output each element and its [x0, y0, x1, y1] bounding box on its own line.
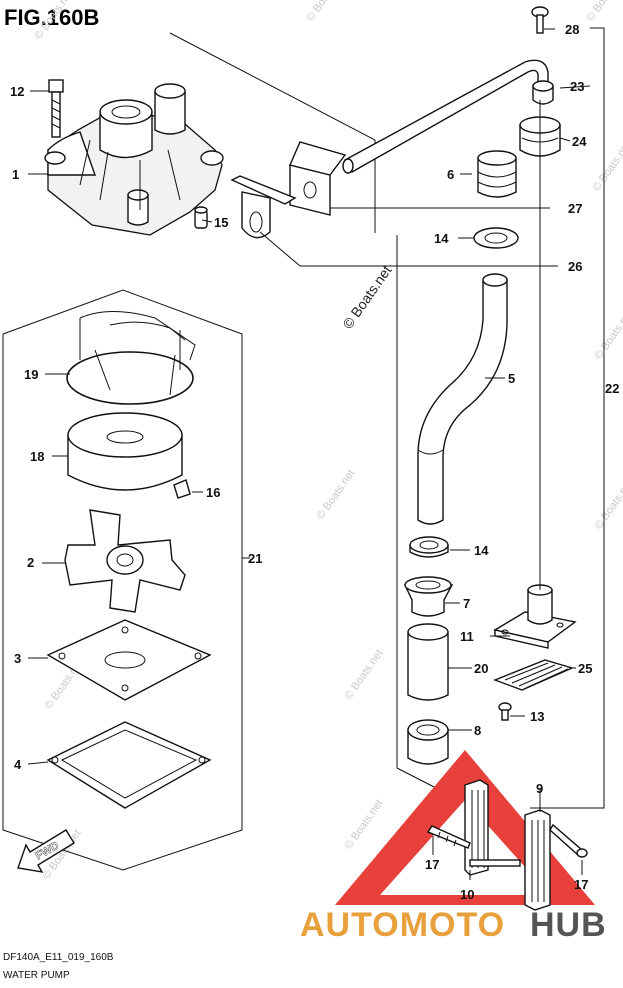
tube-20	[407, 623, 449, 701]
callout-10: 10	[460, 887, 474, 902]
callout-15: 15	[214, 215, 228, 230]
callout-17-right: 17	[574, 877, 588, 892]
screw-13	[498, 702, 512, 721]
callout-4: 4	[14, 757, 22, 772]
seal-7	[403, 576, 454, 617]
callout-2: 2	[27, 555, 34, 570]
seal-8	[407, 719, 449, 765]
callout-24: 24	[572, 134, 587, 149]
screw-28	[531, 6, 549, 34]
callout-11: 11	[460, 629, 474, 644]
callout-28: 28	[565, 22, 579, 37]
plate-3	[46, 619, 212, 701]
assembly-frames	[2, 27, 605, 871]
screw-17-right	[549, 823, 588, 858]
pump-housing	[44, 83, 224, 236]
forward-direction-arrow: FWD	[17, 829, 75, 873]
gasket-4	[46, 721, 212, 809]
frame-upper	[169, 32, 376, 233]
model-code: DF140A_E11_019_160B	[3, 952, 114, 963]
cover-plate-11	[493, 584, 577, 649]
watermark-6: © Boats.net	[315, 468, 358, 522]
callout-17-left: 17	[425, 857, 439, 872]
watermark-4: © Boats.net	[591, 140, 623, 194]
key-16	[173, 479, 191, 499]
callout-3: 3	[14, 651, 21, 666]
callout-21: 21	[248, 551, 262, 566]
callout-18: 18	[30, 449, 44, 464]
water-pipe-23	[342, 59, 554, 174]
callout-1: 1	[12, 167, 19, 182]
callout-16: 16	[206, 485, 220, 500]
callout-8: 8	[474, 723, 481, 738]
strainer-25	[493, 659, 575, 691]
watermark-main: © Boats.net	[339, 262, 394, 331]
washer-14-upper	[473, 227, 519, 249]
callout-27: 27	[568, 201, 582, 216]
watermark-2: © Boats.net	[305, 0, 348, 24]
washer-14-lower	[409, 536, 449, 558]
spring-ring-19	[66, 311, 196, 405]
callout-6: 6	[447, 167, 454, 182]
callout-12: 12	[10, 84, 24, 99]
impeller-liner-18	[67, 412, 183, 491]
callout-14-upper: 14	[434, 231, 449, 246]
bolt-12	[48, 79, 64, 138]
dowel-pin-15	[194, 206, 208, 229]
callout-19: 19	[24, 367, 38, 382]
callout-23: 23	[570, 79, 584, 94]
watermark-7: © Boats.net	[593, 478, 623, 532]
watermark-9: © Boats.net	[343, 648, 386, 702]
figure-caption: WATER PUMP	[3, 970, 70, 981]
logo-text-left: AUTOMOTO	[300, 906, 505, 944]
watermark-10: © Boats.net	[343, 798, 386, 852]
callout-9: 9	[536, 781, 543, 796]
callout-5: 5	[508, 371, 515, 386]
callout-7: 7	[463, 596, 470, 611]
figure-title: FIG.160B	[4, 5, 99, 30]
bracket-27	[289, 141, 347, 216]
clamp-26	[230, 175, 297, 239]
callout-22: 22	[605, 381, 619, 396]
callout-14-lower: 14	[474, 543, 489, 558]
frame-assembly-22	[530, 27, 605, 809]
watermark-5: © Boats.net	[593, 308, 623, 362]
callout-13: 13	[530, 709, 544, 724]
water-hose-5	[417, 273, 508, 525]
callout-25: 25	[578, 661, 592, 676]
frame-assembly-22-bottom	[396, 767, 441, 791]
callout-20: 20	[474, 661, 488, 676]
impeller-2	[64, 509, 186, 613]
grommet-6	[477, 150, 517, 198]
callout-numbers: 1 2 3 4 5 6 7 8 9 10 11 12 13 14 14 15 1…	[10, 22, 619, 902]
bracket-10	[464, 779, 521, 876]
bracket-9	[524, 809, 551, 911]
frame-kit-21	[2, 289, 243, 871]
watermark-3: © Boats.net	[585, 0, 623, 24]
leader-lines	[27, 28, 591, 880]
logo-text-right: HUB	[530, 906, 607, 944]
callout-26: 26	[568, 259, 582, 274]
screw-17-left	[426, 825, 471, 849]
